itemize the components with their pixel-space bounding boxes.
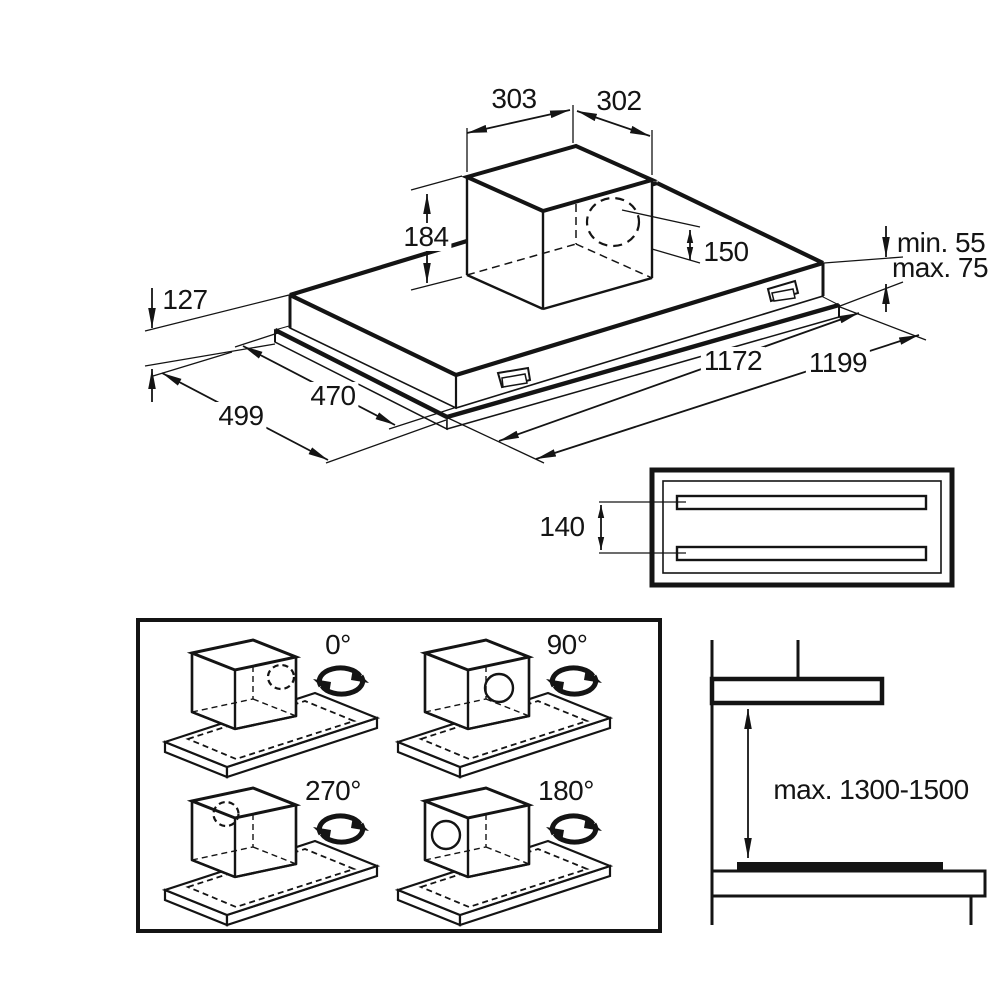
extension-line — [839, 306, 927, 341]
dim-overall-length-label: 1199 — [805, 349, 871, 377]
duct-edge — [542, 276, 653, 311]
leader-line — [144, 343, 276, 367]
dim-mounting-height-label: max. 1300-1500 — [773, 774, 969, 805]
extension-line — [234, 331, 282, 348]
dim-outlet-height-label: 150 — [703, 236, 749, 267]
angle-270-label: 270° — [305, 775, 361, 806]
orientation-panel — [136, 618, 662, 933]
dimension-line-303 — [466, 109, 571, 134]
extension-line — [152, 351, 233, 377]
outlet-hole-dashed — [266, 663, 296, 691]
body-top-edge — [289, 293, 457, 377]
duct-hidden-edge — [466, 243, 577, 276]
extension-line — [621, 209, 701, 228]
outlet-hole — [430, 819, 462, 851]
hood-side-profile — [709, 676, 885, 706]
dim-duct-height-label: 184 — [400, 223, 452, 251]
extension-line — [325, 419, 447, 464]
orientation-0 — [163, 638, 379, 779]
duct-outlet-hole-dashed — [585, 196, 641, 248]
dimension-line-302 — [576, 110, 651, 137]
extension-line — [651, 248, 701, 264]
dim-ceiling-gap-min-label: min. 55 — [896, 227, 986, 258]
extension-line — [388, 406, 458, 430]
dim-duct-width-left-label: 303 — [491, 83, 537, 114]
leader-line — [839, 281, 904, 307]
latch-clip — [766, 279, 800, 303]
hob-profile — [737, 862, 943, 871]
dim-ceiling-gap-max-label: max. 75 — [891, 252, 989, 283]
dim-body-height-label: 127 — [162, 284, 208, 315]
extension-line — [410, 276, 463, 291]
panel-border — [136, 618, 662, 933]
dim-rail-spacing-label: 140 — [539, 511, 585, 542]
bottom-view-inner — [662, 480, 942, 574]
bottom-view — [597, 467, 955, 588]
dim-overall-depth-label: 499 — [215, 402, 267, 430]
duct-hidden-edge — [575, 243, 653, 279]
angle-0-label: 0° — [325, 629, 351, 660]
installation-view — [709, 640, 987, 925]
leader-line — [144, 294, 290, 332]
orientation-180 — [396, 786, 612, 927]
counter-profile — [710, 869, 987, 898]
extension-line — [447, 417, 545, 464]
orientation-90 — [396, 638, 612, 779]
dim-body-depth-label: 470 — [307, 382, 359, 410]
angle-90-label: 90° — [546, 629, 588, 660]
outlet-hole-dashed — [212, 800, 240, 828]
bottom-view-outer — [649, 467, 955, 588]
outlet-hole — [483, 672, 515, 704]
extension-line — [410, 175, 463, 191]
dim-cutout-length-label: 1172 — [700, 347, 766, 375]
duct-edge — [466, 273, 544, 311]
angle-180-label: 180° — [538, 775, 594, 806]
clip-inner — [771, 288, 796, 302]
orientation-270 — [163, 786, 379, 927]
leader-line — [823, 256, 904, 264]
duct-box — [461, 143, 658, 311]
body-top-edge — [656, 181, 824, 265]
dim-duct-width-right-label: 302 — [596, 85, 642, 116]
